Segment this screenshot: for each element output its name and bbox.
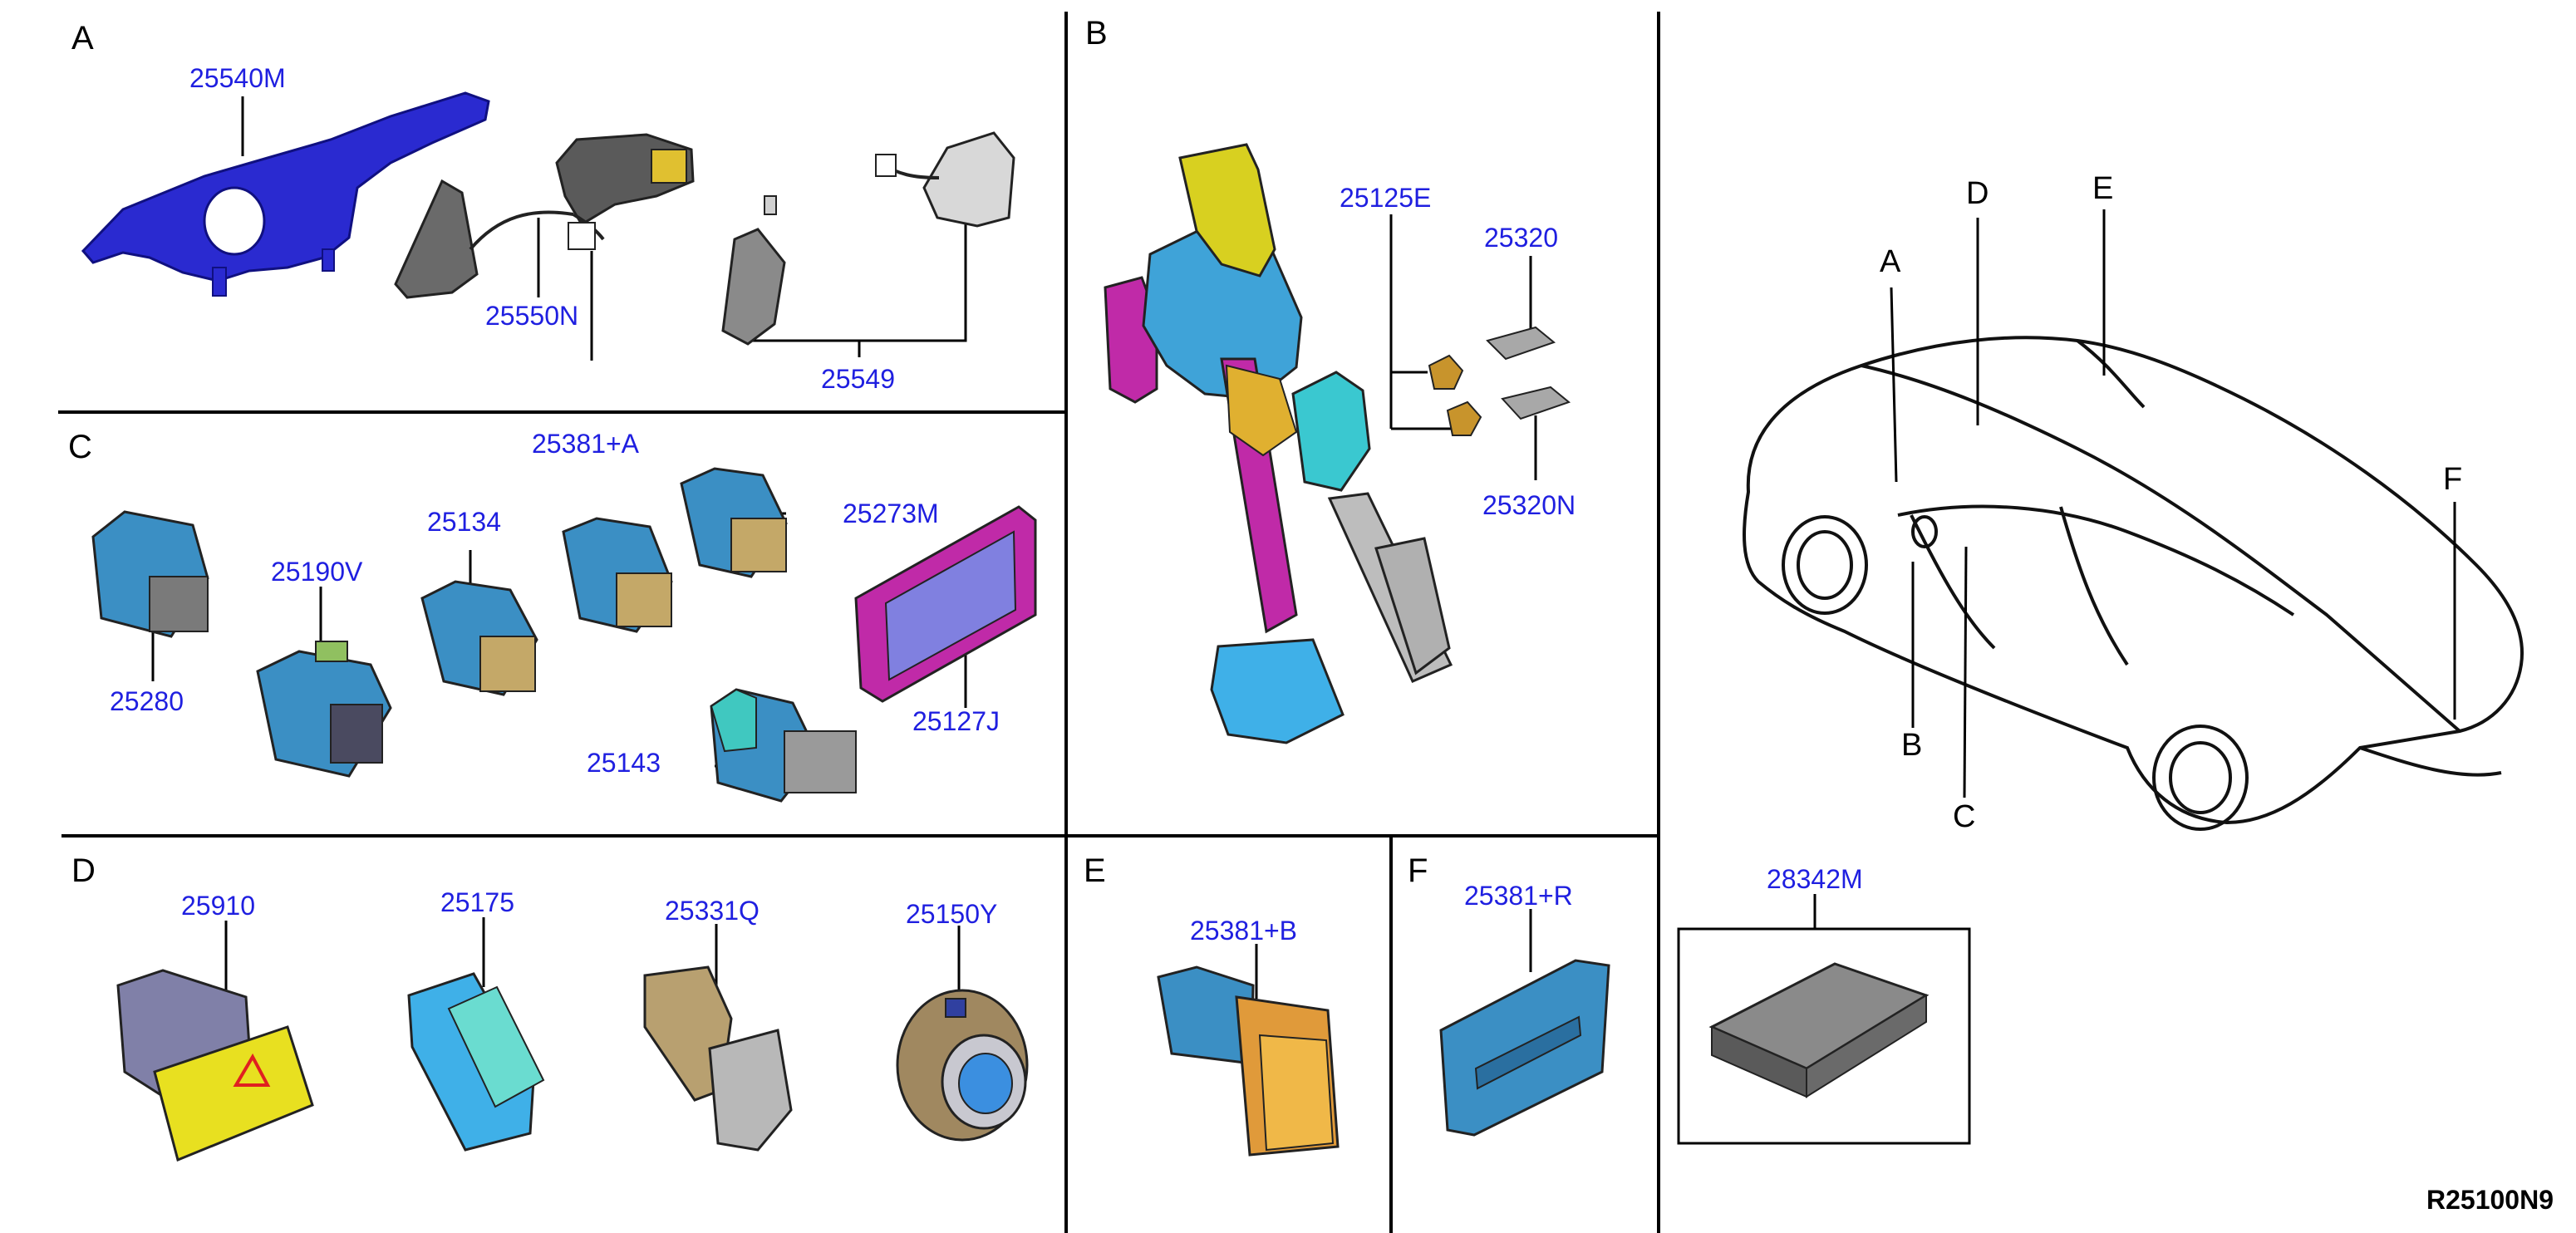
part-label-25273m: 25273M [843, 499, 939, 528]
section-a-label: A [71, 20, 94, 56]
hazard-switch-icon [116, 969, 314, 1162]
rocker-switch-icon [1157, 965, 1340, 1157]
stop-lamp-switch-icon [1428, 326, 1571, 436]
part-label-25134: 25134 [427, 507, 501, 537]
section-e-label: E [1084, 852, 1106, 889]
part-label-25540m: 25540M [189, 63, 286, 93]
section-d-label: D [71, 852, 96, 889]
part-label-25127j: 25127J [912, 706, 1000, 736]
part-label-25280: 25280 [110, 686, 184, 716]
parking-brake-switch-icon [407, 972, 545, 1152]
panel-switch-icon [1439, 959, 1610, 1137]
diagram-code: R25100N9 [2426, 1185, 2554, 1215]
part-label-25381-r: 25381+R [1464, 881, 1573, 911]
vehicle-callout-c: C [1953, 799, 1976, 834]
part-label-25175: 25175 [440, 887, 514, 917]
vehicle-callout-f: F [2443, 462, 2463, 497]
part-label-25320: 25320 [1484, 223, 1558, 253]
vehicle-icon [1743, 336, 2524, 831]
selector-switch-icon [643, 965, 793, 1152]
blue-switch-icons [91, 467, 1037, 803]
section-f-label: F [1408, 852, 1428, 889]
vehicle-callout-d: D [1966, 176, 1989, 211]
section-b-label: B [1085, 15, 1108, 52]
part-label-25150y: 25150Y [906, 899, 998, 929]
push-start-switch-icon [896, 989, 1029, 1142]
vehicle-callout-e: E [2092, 171, 2114, 206]
part-label-25549: 25549 [821, 364, 895, 394]
vehicle-callout-lines [1890, 209, 2456, 798]
control-module-icon [1708, 962, 1930, 1098]
steering-switch-icon [394, 133, 695, 299]
combination-switch-icon [81, 91, 490, 297]
part-label-28342m: 28342M [1767, 864, 1863, 894]
part-label-25550n: 25550N [485, 301, 579, 331]
paddle-switch-icon [721, 131, 1015, 346]
pedal-assembly-icon [1104, 143, 1453, 744]
part-label-25143: 25143 [587, 748, 661, 778]
part-label-25320n: 25320N [1482, 490, 1576, 520]
section-c-label: C [68, 429, 92, 465]
vehicle-callout-b: B [1901, 728, 1923, 763]
part-label-25910: 25910 [181, 891, 255, 921]
part-label-25381-a: 25381+A [532, 429, 640, 459]
part-label-25190v: 25190V [271, 557, 363, 587]
part-label-25331q: 25331Q [665, 896, 760, 926]
part-label-25125e: 25125E [1340, 183, 1432, 213]
vehicle-callout-a: A [1880, 244, 1901, 279]
part-label-25381-b: 25381+B [1190, 916, 1298, 946]
